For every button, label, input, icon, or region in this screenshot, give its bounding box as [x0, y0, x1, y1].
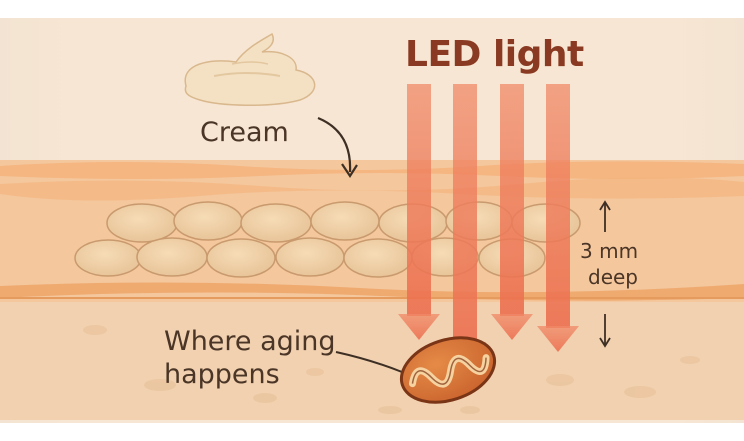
light-arrow-icon: [491, 84, 533, 340]
title-led-light: LED light: [405, 34, 584, 75]
label-depth-unit: deep: [588, 265, 638, 289]
mitochondrion-icon: [399, 336, 497, 404]
light-arrow-icon: [444, 84, 486, 368]
depth-arrow-icon: [599, 200, 611, 348]
pointer-line: [335, 351, 403, 373]
label-cream: Cream: [200, 117, 289, 148]
light-arrow-icon: [398, 84, 440, 340]
dermis-spots: [83, 325, 700, 414]
label-aging-line2: happens: [164, 359, 280, 390]
label-where-aging-happens: Where aging happens: [164, 325, 336, 391]
cream-dollop-icon: [184, 32, 316, 107]
light-arrows: [398, 84, 579, 368]
label-aging-line1: Where aging: [164, 326, 336, 357]
label-depth-value: 3 mm: [580, 239, 639, 263]
curved-arrow-icon: [317, 116, 358, 179]
light-arrow-icon: [537, 84, 579, 352]
dermis-layer: [0, 300, 744, 420]
